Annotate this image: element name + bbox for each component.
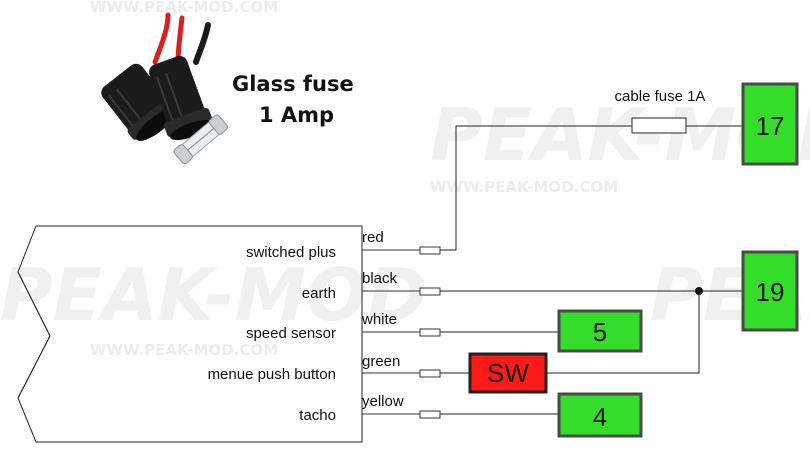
watermark-url-top: WWW.PEAK-MOD.COM [90,0,278,16]
watermark-url-lower: WWW.PEAK-MOD.COM [90,341,278,359]
switch-sw: SW [468,352,548,394]
pin-label-earth: earth [302,285,336,302]
terminal-19: 19 [741,250,799,332]
terminal-5: 5 [557,309,643,353]
pin-label-speed-sensor: speed sensor [246,325,336,342]
wire-connectors [362,246,441,419]
fuse-title-line2: 1 Amp [259,103,334,127]
connection-lines [440,125,742,415]
watermark-brand-left: PEAK-MOD [0,253,427,337]
connector-green [419,369,441,378]
terminal-17: 17 [741,82,799,166]
terminal-19-label: 19 [756,277,785,307]
connector-red [419,246,441,255]
switch-sw-label: SW [487,358,529,388]
line-switched-plus [440,125,632,251]
connector-yellow [419,410,441,419]
wire-label-green: green [362,353,400,370]
wire-label-white: white [361,311,397,328]
wire-label-red: red [362,229,384,246]
controller-body-fold [17,271,51,399]
wire-label-black: black [362,270,398,287]
fuse-holder-photo [101,12,229,165]
connector-black [419,287,441,296]
junction-dot [695,287,703,295]
cable-fuse-label: cable fuse 1A [615,88,706,105]
watermark-layer: WWW.PEAK-MOD.COM PEAK-MOD WWW.PEAK-MOD.C… [0,0,810,359]
terminal-17-label: 17 [756,111,785,141]
line-switch-return [546,291,700,374]
fuse-title-line1: Glass fuse [232,72,354,96]
pin-label-menue-push-button: menue push button [208,366,336,383]
pin-label-tacho: tacho [299,407,336,424]
terminal-5-label: 5 [593,317,607,347]
terminal-4-label: 4 [593,402,607,432]
terminal-4: 4 [557,392,643,438]
watermark-url-upper: WWW.PEAK-MOD.COM [430,178,618,196]
connector-white [419,328,441,337]
pin-label-switched-plus: switched plus [246,244,336,261]
cable-fuse [631,117,687,134]
wire-label-yellow: yellow [362,393,404,410]
